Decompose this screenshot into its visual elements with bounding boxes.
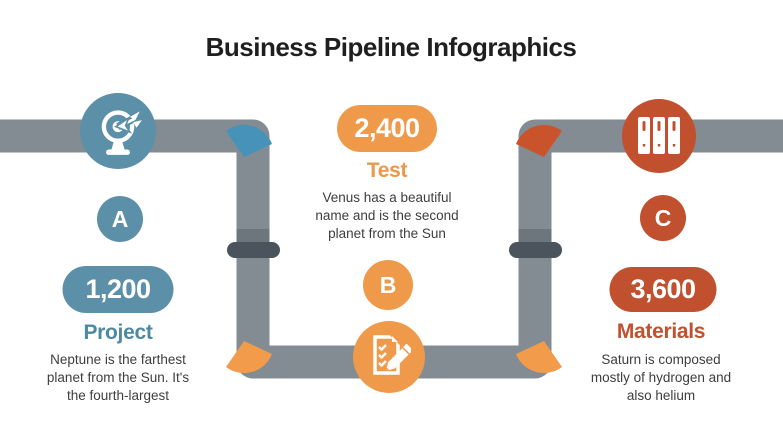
elbow-accent-orange-left — [226, 341, 272, 374]
elbow-accent-orange-right — [516, 341, 562, 374]
stage-a-value-pill: 1,200 — [62, 266, 174, 313]
stage-c-value-pill: 3,600 — [609, 267, 717, 312]
target-icon — [101, 110, 142, 155]
stage-a-label: Project — [83, 321, 153, 344]
stage-b-value-pill: 2,400 — [337, 105, 437, 152]
stage-b-letter: B — [379, 271, 397, 298]
stage-a-letter-badge: A — [97, 196, 143, 242]
stage-c-value: 3,600 — [630, 274, 696, 304]
stage-b-value: 2,400 — [354, 113, 420, 143]
binders-icon — [638, 117, 680, 154]
stage-c-description: Saturn is composed mostly of hydrogen an… — [590, 352, 732, 404]
pipe-collar-left — [227, 242, 280, 258]
stage-c-icon-circle — [622, 99, 696, 173]
page-title: Business Pipeline Infographics — [205, 32, 577, 62]
checklist-pencil-icon — [373, 334, 411, 375]
stage-b-label: Test — [366, 159, 408, 182]
stage-a-value: 1,200 — [85, 274, 151, 304]
stage-a-description: Neptune is the farthest planet from the … — [46, 352, 190, 404]
stage-c-letter: C — [654, 204, 672, 231]
stage-c-label: Materials — [616, 320, 706, 343]
stage-b-icon-circle — [353, 321, 425, 393]
stage-a-icon-circle — [80, 93, 156, 169]
elbow-accent-rust — [516, 124, 562, 157]
stage-a-letter: A — [111, 205, 129, 232]
stage-b-description: Venus has a beautiful name and is the se… — [315, 190, 459, 242]
pipe-collar-right — [509, 242, 562, 258]
stage-c-letter-badge: C — [640, 195, 686, 241]
stage-b-letter-badge: B — [363, 260, 413, 310]
elbow-accent-blue — [226, 124, 272, 157]
